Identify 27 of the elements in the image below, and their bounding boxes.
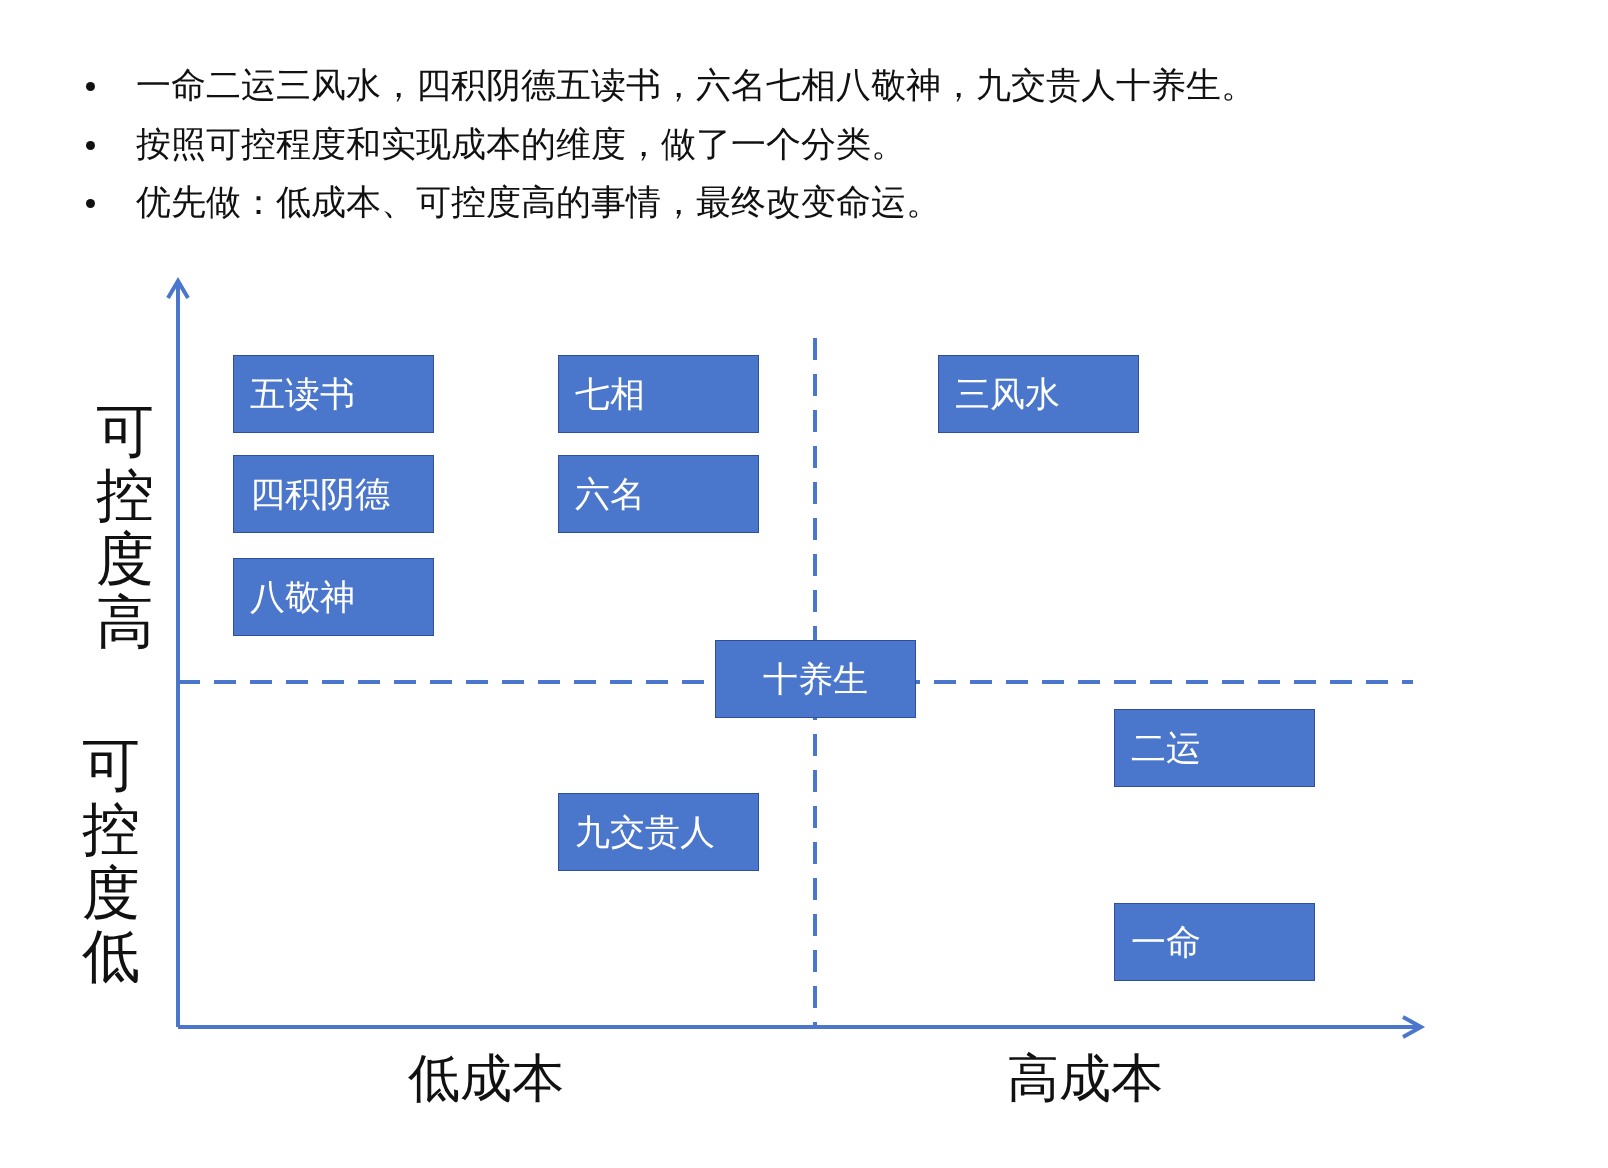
box-label: 七相: [575, 372, 645, 416]
box-label: 四积阴德: [250, 472, 390, 516]
bullet-text: 一命二运三风水，四积阴德五读书，六名七相八敬神，九交贵人十养生。: [136, 68, 1256, 103]
box-label: 二运: [1131, 726, 1201, 770]
category-box: [558, 355, 759, 433]
category-box: [558, 455, 759, 533]
category-box: [1114, 903, 1315, 981]
axis-label: 可控度高: [96, 400, 154, 656]
category-box: [1114, 709, 1315, 787]
bullet-text: 按照可控程度和实现成本的维度，做了一个分类。: [136, 127, 906, 162]
box-label: 五读书: [250, 372, 355, 416]
box-label: 三风水: [955, 372, 1060, 416]
category-box: [938, 355, 1139, 433]
category-box: [233, 455, 434, 533]
box-label: 八敬神: [250, 575, 355, 619]
box-label: 十养生: [763, 657, 868, 701]
category-box: [233, 558, 434, 636]
category-box: [233, 355, 434, 433]
category-box: [715, 640, 916, 718]
axis-label: 低成本: [408, 1052, 564, 1104]
axis-label: 可控度低: [82, 734, 140, 990]
box-label: 一命: [1131, 920, 1201, 964]
box-label: 六名: [575, 472, 645, 516]
box-label: 九交贵人: [575, 810, 715, 854]
category-box: [558, 793, 759, 871]
bullet-text: 优先做：低成本、可控度高的事情，最终改变命运。: [136, 185, 941, 220]
axis-label: 高成本: [1007, 1052, 1163, 1104]
